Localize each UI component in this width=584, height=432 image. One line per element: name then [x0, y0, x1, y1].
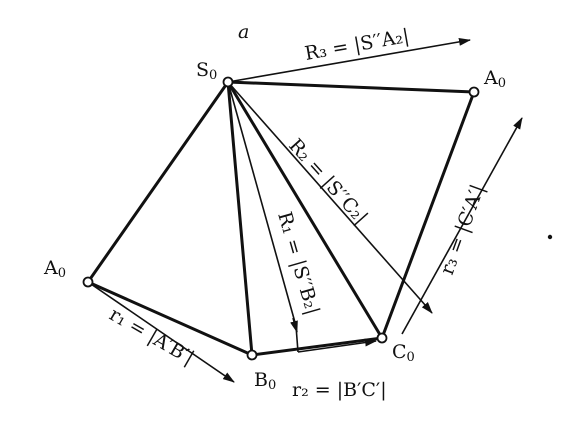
joint-s0	[222, 76, 234, 88]
vertex-label-c0: C0	[392, 341, 415, 365]
vertex-label-a0-top: A0	[483, 67, 506, 91]
edge-a0-top-c0	[380, 90, 476, 340]
figure-label: a	[238, 21, 249, 43]
joint-a0-left	[82, 276, 94, 288]
vector-R1	[290, 317, 298, 333]
label-r3: r₃ = |C′A′|	[436, 181, 489, 277]
vertex-label-a0-left: A0	[43, 257, 66, 281]
vector-r3	[401, 117, 523, 335]
vertex-label-b0: B0	[254, 369, 276, 393]
edge-a0-left-b0	[86, 280, 254, 357]
vertex-label-s0: S0	[196, 59, 217, 83]
stray-dot	[547, 234, 553, 240]
label-R2: R₂ = |S′′C₂|	[284, 135, 372, 229]
label-r2: r₂ = |B′C′|	[292, 379, 387, 401]
edge-s0-b0	[226, 80, 254, 357]
vector-r1	[87, 281, 235, 383]
vector-R3	[227, 37, 471, 83]
joint-b0	[246, 349, 258, 361]
joint-c0	[376, 332, 388, 344]
edge-s0-a0-top	[226, 80, 476, 94]
ray-s0-r1	[227, 81, 297, 327]
ray-s0-r2	[227, 81, 427, 307]
joint-a0-top	[468, 86, 480, 98]
edge-s0-c0	[226, 80, 384, 340]
vector-r2	[297, 338, 377, 353]
label-r1: r₁ = |A′B′|	[106, 303, 198, 369]
edge-b0-c0	[250, 336, 384, 357]
edge-s0-a0-left	[86, 80, 230, 284]
vector-R2	[421, 302, 433, 314]
